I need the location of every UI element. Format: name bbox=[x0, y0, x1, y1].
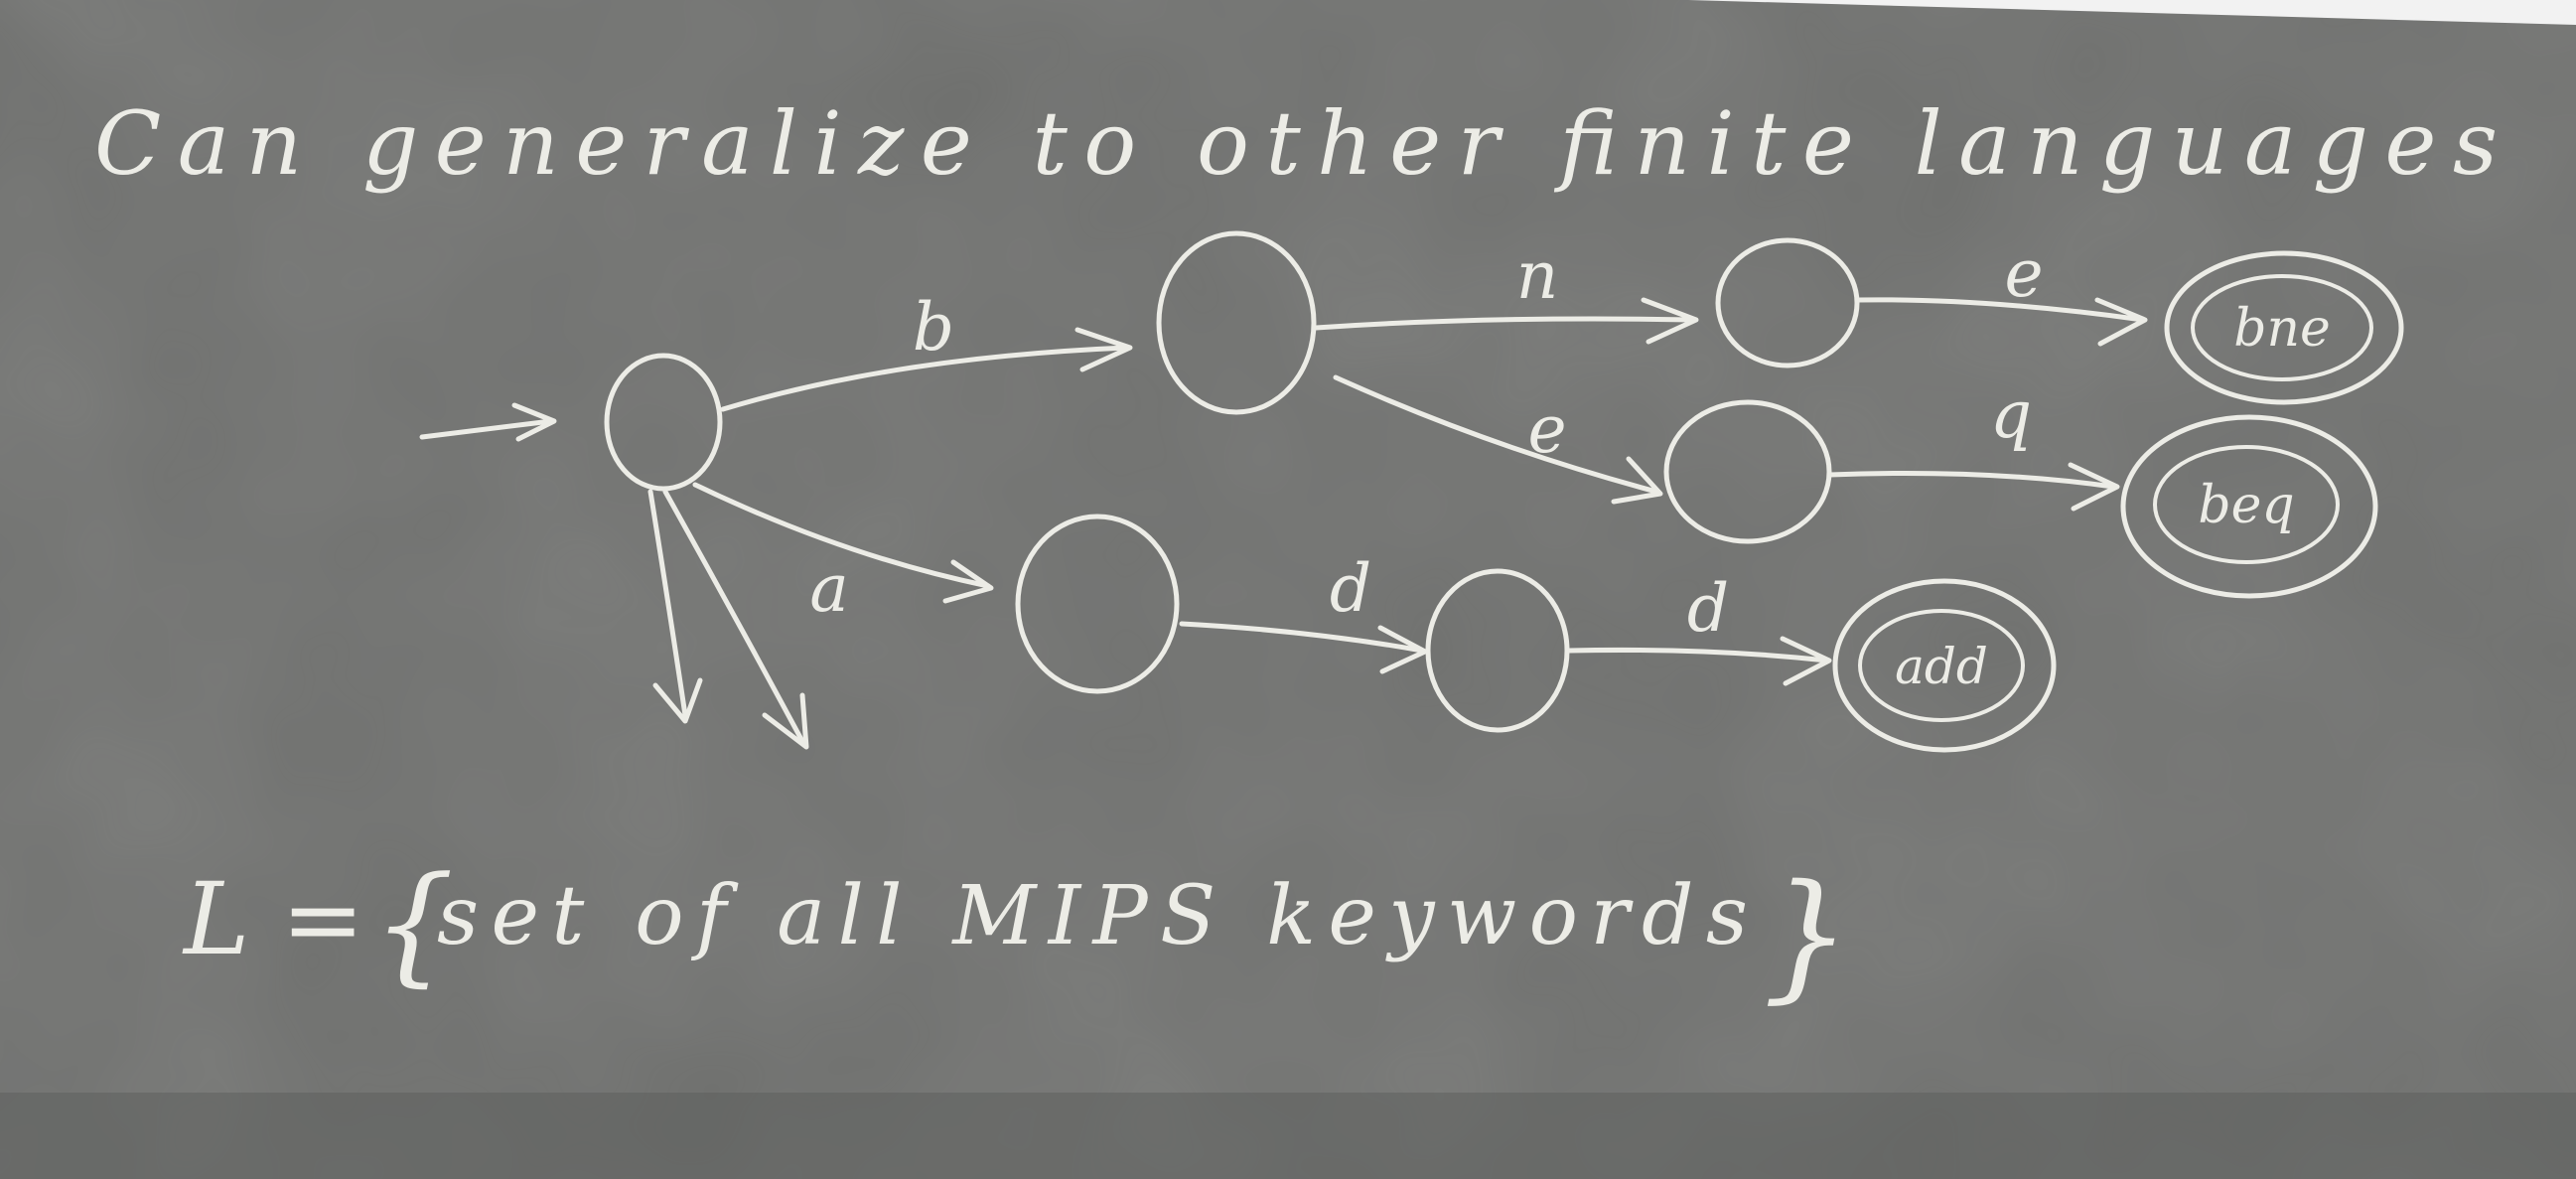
definition: L = { set of all MIPS keywords } bbox=[182, 848, 1851, 1017]
state-a bbox=[1015, 514, 1180, 694]
transition-q-symbol: q bbox=[1990, 376, 2032, 453]
transition-n-symbol: n bbox=[1516, 237, 1559, 314]
state-bn bbox=[1715, 237, 1860, 368]
transition-e-to-bne: e bbox=[1854, 235, 2148, 347]
transition-b: b bbox=[720, 289, 1133, 412]
state-add-accepting: add bbox=[1832, 578, 2057, 753]
transition-a-symbol: a bbox=[809, 550, 848, 627]
transition-d2: d bbox=[1566, 570, 1832, 686]
transition-e1-symbol: e bbox=[2004, 235, 2043, 312]
transition-e-to-be: e bbox=[1333, 374, 1663, 505]
state-b bbox=[1156, 230, 1317, 415]
definition-close-brace: } bbox=[1763, 855, 1851, 1017]
definition-open-brace: { bbox=[372, 848, 455, 999]
wall-edge bbox=[0, 0, 2576, 25]
transition-q: q bbox=[1826, 376, 2120, 512]
start-arrow bbox=[419, 402, 557, 442]
state-beq-accepting: beq bbox=[2120, 414, 2378, 599]
state-bne-accepting: bne bbox=[2164, 250, 2404, 405]
transition-d1: d bbox=[1179, 550, 1428, 674]
transition-b-symbol: b bbox=[913, 289, 954, 366]
state-beq-label: beq bbox=[2198, 476, 2294, 535]
transition-d2-symbol: d bbox=[1687, 570, 1729, 647]
transition-e2-symbol: e bbox=[1527, 391, 1566, 468]
transition-d1-symbol: d bbox=[1330, 550, 1371, 627]
state-add-label: add bbox=[1895, 638, 1988, 695]
heading-text: Can generalize to other finite languages bbox=[94, 92, 2498, 195]
transition-a: a bbox=[692, 482, 994, 627]
states: bne beq add bbox=[604, 230, 2404, 753]
transitions: b n e e q a d bbox=[647, 235, 2148, 750]
transition-n: n bbox=[1313, 237, 1699, 345]
state-bne-label: bne bbox=[2233, 299, 2331, 359]
board-bottom-shadow bbox=[0, 1093, 2576, 1179]
state-be bbox=[1663, 399, 1832, 544]
definition-body: set of all MIPS keywords bbox=[437, 869, 1748, 963]
state-start bbox=[604, 353, 723, 492]
dangling-arrows bbox=[647, 489, 809, 750]
definition-lhs: L = bbox=[182, 861, 364, 977]
